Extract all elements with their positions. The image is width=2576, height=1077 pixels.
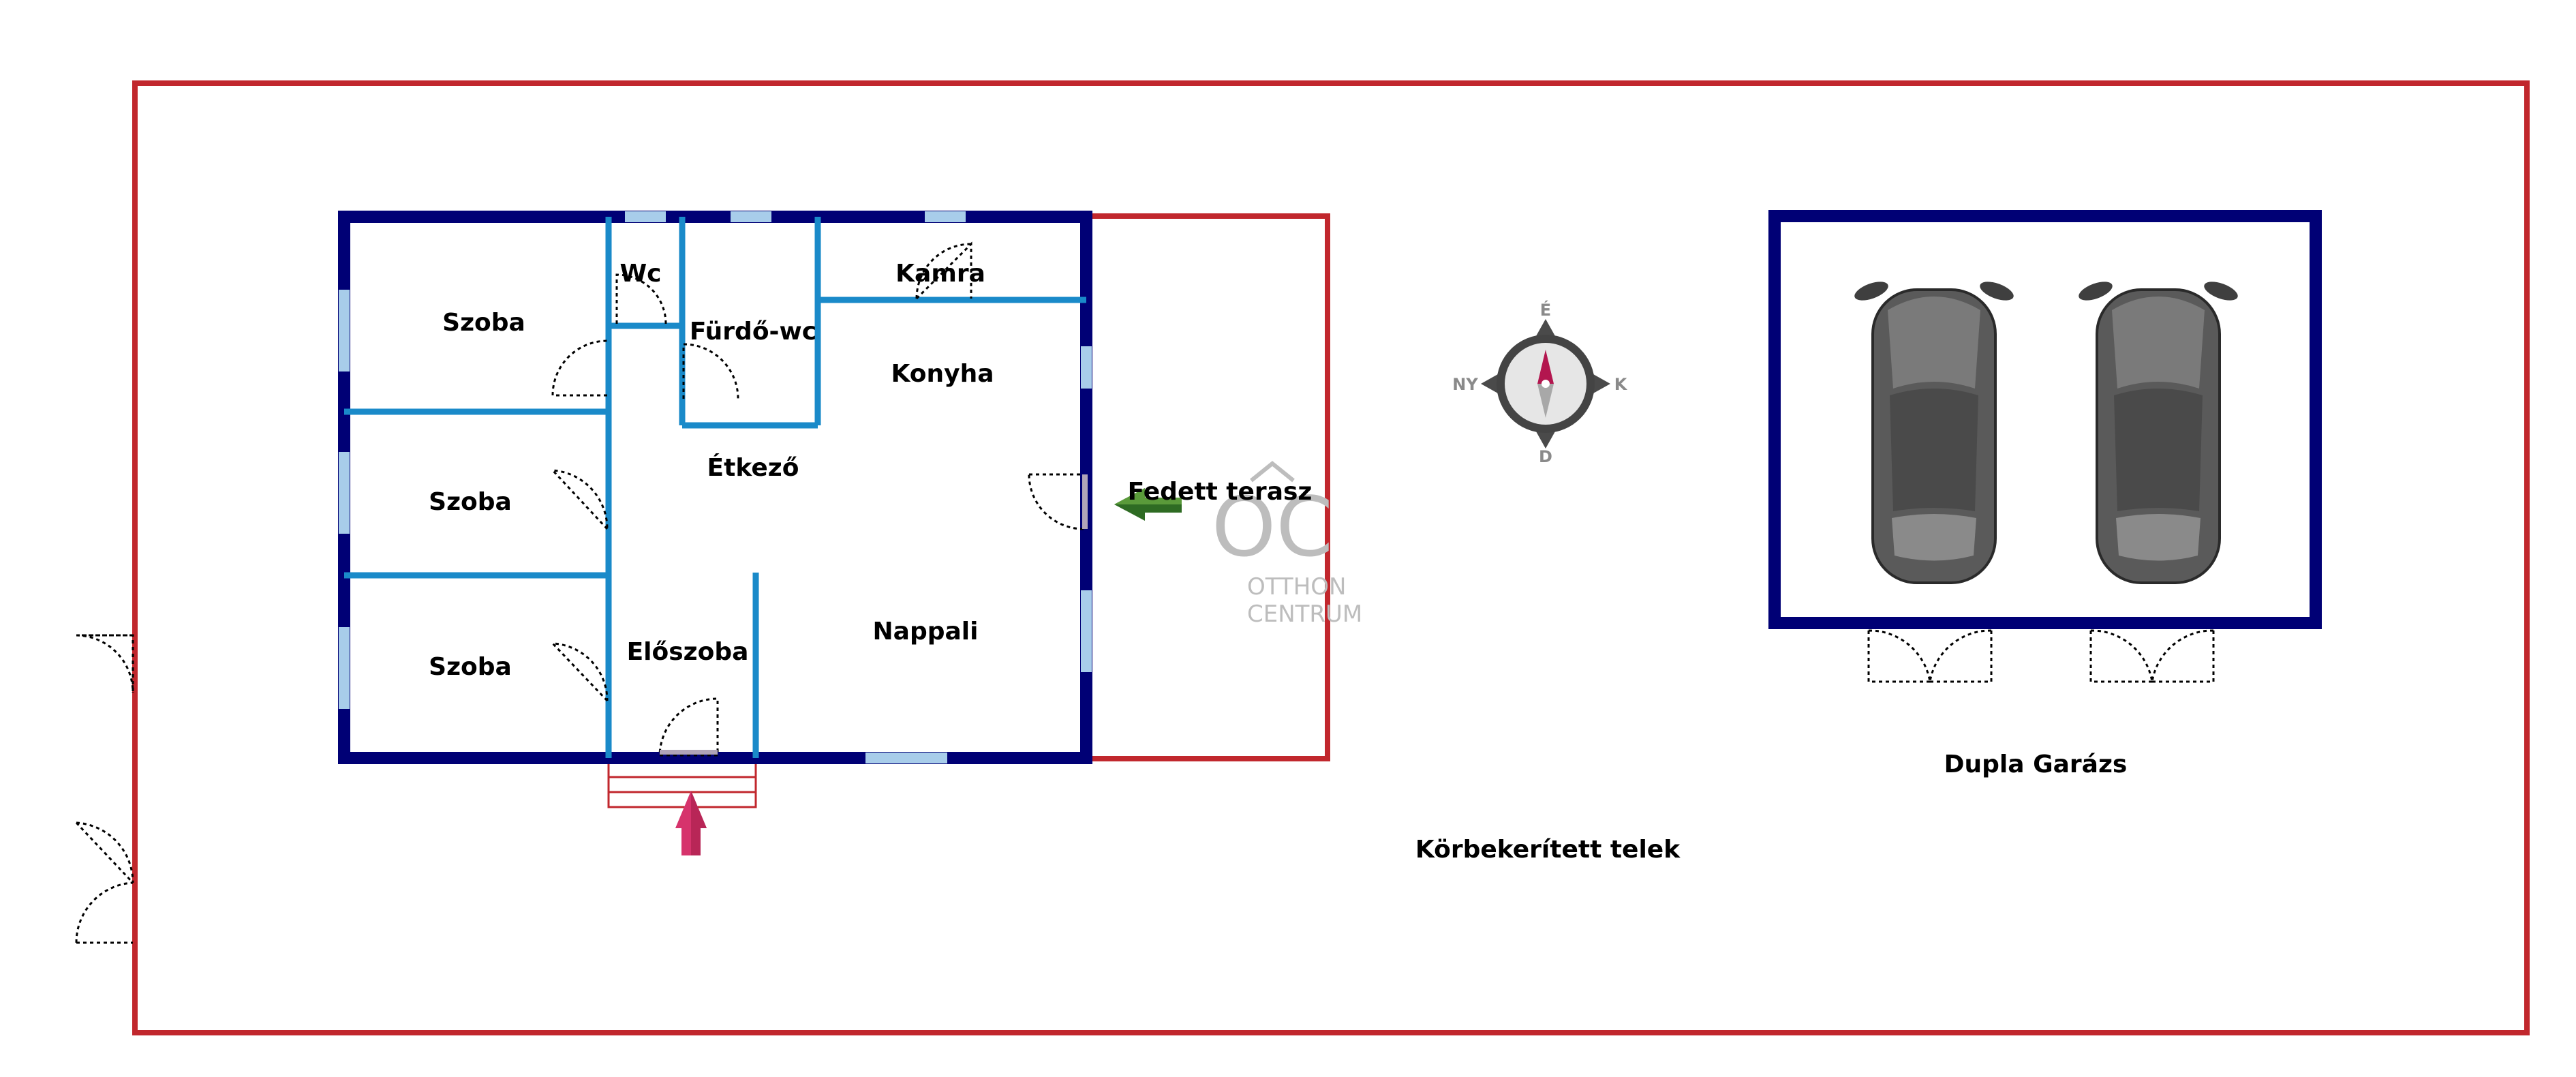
room-label-szoba-3: Szoba	[429, 653, 512, 681]
window	[625, 211, 666, 222]
room-label-eloszoba: Előszoba	[627, 638, 749, 666]
watermark: OC OTTHON CENTRUM	[1212, 461, 1362, 628]
plot-boundary	[132, 80, 2530, 1035]
door-garage-2	[2089, 629, 2215, 683]
window	[865, 753, 947, 763]
window	[925, 211, 966, 222]
window	[1081, 590, 1092, 672]
room-label-szoba-2: Szoba	[429, 488, 512, 516]
door-entrance	[658, 697, 719, 757]
room-label-kamra: Kamra	[895, 260, 985, 288]
door-wc	[615, 273, 667, 324]
compass-north: É	[1540, 300, 1551, 320]
room-label-szoba-1: Szoba	[442, 309, 525, 337]
watermark-logo: OC	[1212, 481, 1333, 575]
compass-south: D	[1539, 447, 1552, 466]
compass-east: K	[1614, 375, 1628, 394]
garage-wall	[1768, 210, 2322, 629]
garage-label: Dupla Garázs	[1944, 750, 2128, 778]
window	[339, 627, 350, 709]
window	[339, 452, 350, 534]
door-gate-1	[76, 634, 134, 693]
doors	[75, 241, 2215, 944]
entrance-steps	[607, 761, 757, 808]
room-label-nappali: Nappali	[873, 618, 979, 646]
terrace-outline	[1089, 213, 1330, 761]
interior-walls	[344, 217, 1086, 758]
door-kamra	[915, 241, 972, 300]
door-terrace	[1028, 473, 1085, 530]
window	[731, 211, 771, 222]
plot-label: Körbekerített telek	[1415, 836, 1681, 864]
door-szoba-2	[550, 469, 609, 530]
door-gate-2	[75, 821, 134, 944]
room-label-etkezo: Étkező	[707, 453, 799, 482]
window	[1081, 346, 1092, 389]
door-szoba-3	[550, 642, 609, 702]
windows	[339, 211, 1092, 763]
terrace-label: Fedett terasz	[1128, 478, 1313, 506]
car-icon	[1854, 282, 2014, 584]
arrow-up-icon	[675, 791, 707, 855]
door-szoba-1	[551, 339, 608, 397]
car-icon	[2079, 282, 2238, 584]
window	[339, 290, 350, 371]
room-label-furdo-wc: Fürdő-wc	[690, 318, 816, 346]
door-garage-1	[1867, 629, 1993, 683]
door-furdo-wc	[682, 343, 739, 399]
watermark-line2: CENTRUM	[1247, 601, 1362, 628]
room-label-wc: Wc	[619, 260, 661, 288]
room-label-konyha: Konyha	[891, 360, 994, 388]
arrow-left-icon	[1114, 488, 1182, 521]
compass-icon	[1481, 319, 1610, 449]
watermark-line1: OTTHON	[1247, 573, 1346, 601]
compass-west: NY	[1452, 375, 1478, 394]
